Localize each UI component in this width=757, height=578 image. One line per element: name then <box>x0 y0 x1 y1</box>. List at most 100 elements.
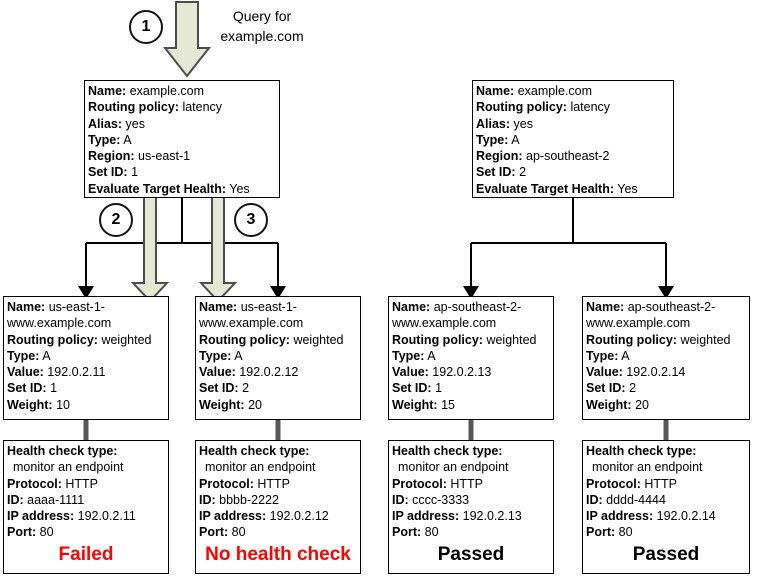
record-line: Routing policy: weighted <box>7 332 152 347</box>
health-status-label: Passed <box>437 543 505 565</box>
record-line: monitor an endpoint <box>13 460 124 475</box>
record-line: Name: us-east-1- <box>7 300 105 314</box>
record-line: Set ID: 2 <box>476 165 527 180</box>
record-line: Set ID: 2 <box>199 381 250 396</box>
record-line: monitor an endpoint <box>592 460 703 475</box>
record-line: Routing policy: latency <box>88 100 223 115</box>
record-line: Set ID: 1 <box>88 165 139 180</box>
record-line: monitor an endpoint <box>205 460 316 475</box>
record-line: Health check type: <box>586 444 697 458</box>
record-line: Health check type: <box>7 444 118 458</box>
record-line: Region: ap-southeast-2 <box>476 149 610 164</box>
step-badge-2: 2 <box>99 203 133 237</box>
health-status-label: No health check <box>205 543 351 565</box>
record-line: Type: A <box>476 132 520 147</box>
record-line: Routing policy: weighted <box>392 332 537 347</box>
record-line: Weight: 20 <box>586 397 649 412</box>
record-line: Name: ap-southeast-2- <box>392 300 522 314</box>
query-caption-line1: Query for <box>232 8 292 24</box>
record-line: Port: 80 <box>586 525 633 540</box>
record-line: Routing policy: weighted <box>199 332 344 347</box>
health-status-label: Failed <box>58 543 114 565</box>
record-line: Region: us-east-1 <box>88 149 191 164</box>
record-line: Protocol: HTTP <box>199 476 290 491</box>
record-line: Name: example.com <box>476 84 593 98</box>
record-line: Type: A <box>7 348 51 363</box>
record-line: Protocol: HTTP <box>392 476 483 491</box>
record-line: www.example.com <box>199 316 304 331</box>
record-line: Alias: yes <box>476 116 533 131</box>
record-line: IP address: 192.0.2.12 <box>199 509 329 524</box>
record-line: ID: bbbb-2222 <box>199 492 279 507</box>
query-caption: Query for example.com <box>202 6 322 46</box>
record-line: ID: aaaa-1111 <box>7 492 85 507</box>
record-line: Name: ap-southeast-2- <box>586 300 716 314</box>
record-line: Type: A <box>88 132 132 147</box>
record-line: IP address: 192.0.2.14 <box>586 509 716 524</box>
record-line: Alias: yes <box>88 116 145 131</box>
record-line: www.example.com <box>7 316 112 331</box>
record-line: ID: dddd-4444 <box>586 492 666 507</box>
record-line: Routing policy: latency <box>476 100 611 115</box>
health-status-label: Passed <box>632 543 700 565</box>
record-line: Value: 192.0.2.14 <box>586 365 686 380</box>
record-line: Set ID: 2 <box>586 381 637 396</box>
record-line: IP address: 192.0.2.11 <box>7 509 136 524</box>
record-line: Value: 192.0.2.11 <box>7 365 106 380</box>
record-line: Weight: 10 <box>7 397 70 412</box>
record-line: Type: A <box>199 348 243 363</box>
record-line: Protocol: HTTP <box>7 476 98 491</box>
record-line: Weight: 15 <box>392 397 455 412</box>
record-line: Routing policy: weighted <box>586 332 731 347</box>
record-line: Name: us-east-1- <box>199 300 297 314</box>
record-line: Port: 80 <box>7 525 54 540</box>
step2-flow-arrow-icon <box>130 191 170 303</box>
record-line: www.example.com <box>392 316 497 331</box>
record-line: Value: 192.0.2.12 <box>199 365 299 380</box>
record-line: Protocol: HTTP <box>586 476 677 491</box>
record-line: Weight: 20 <box>199 397 262 412</box>
record-line: Health check type: <box>392 444 503 458</box>
step-badge-1: 1 <box>129 10 163 44</box>
record-line: Set ID: 1 <box>392 381 443 396</box>
health-check-link-lines <box>83 419 669 441</box>
record-line: Health check type: <box>199 444 310 458</box>
record-line: IP address: 192.0.2.13 <box>392 509 522 524</box>
record-line: monitor an endpoint <box>398 460 509 475</box>
record-line: ID: cccc-3333 <box>392 492 470 507</box>
record-line: Evaluate Target Health: Yes <box>88 181 250 196</box>
record-line: Set ID: 1 <box>7 381 58 396</box>
record-line: Type: A <box>586 348 630 363</box>
record-line: Name: example.com <box>88 84 205 98</box>
record-line: Type: A <box>392 348 436 363</box>
record-line: Port: 80 <box>199 525 246 540</box>
step-badge-3: 3 <box>234 203 268 237</box>
record-line: Evaluate Target Health: Yes <box>476 181 638 196</box>
record-line: www.example.com <box>586 316 691 331</box>
right-connector-lines <box>470 198 667 288</box>
record-line: Port: 80 <box>392 525 439 540</box>
query-caption-line2: example.com <box>220 28 304 44</box>
step3-flow-arrow-icon <box>198 191 238 303</box>
